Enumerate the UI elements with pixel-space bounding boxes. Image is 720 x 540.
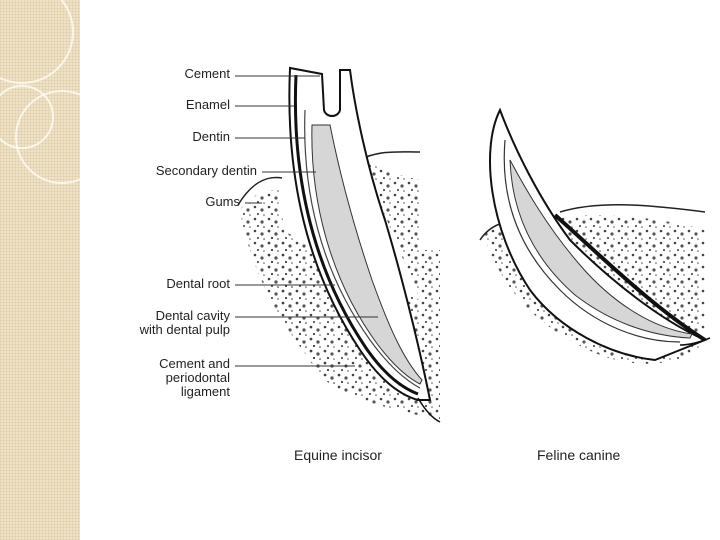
label-cement: Cement [184, 66, 230, 81]
label-secondary-dentin: Secondary dentin [155, 163, 257, 178]
feline-pulp [509, 159, 693, 339]
equine-pulp [311, 124, 423, 385]
label-enamel: Enamel [185, 97, 230, 112]
label-dental-root: Dental root [166, 276, 230, 291]
leader-lines [235, 75, 378, 367]
label-cement-periodontal: Cement and periodontal ligament [159, 356, 230, 399]
label-gums: Gums [205, 194, 240, 209]
equine-dentin [304, 109, 421, 389]
equine-root-tip [417, 397, 441, 423]
equine-incisor-drawing [237, 66, 441, 423]
feline-root-line [553, 213, 707, 342]
tooth-diagram [235, 66, 711, 423]
equine-bone-left [240, 190, 355, 390]
caption-feline-canine: Feline canine [537, 447, 621, 463]
equine-gum-right [359, 151, 421, 161]
feline-dentin [503, 139, 681, 343]
decorative-circle [0, 0, 74, 84]
decorative-side-band [0, 0, 109, 540]
feline-tooth-outer [489, 107, 708, 362]
feline-root-tip [679, 337, 711, 346]
label-dental-cavity: Dental cavity with dental pulp [139, 308, 230, 337]
decorative-circle [0, 85, 54, 149]
feline-canine-drawing [479, 107, 711, 364]
equine-gum-left [237, 176, 283, 206]
caption-equine-incisor: Equine incisor [294, 447, 382, 463]
label-dentin: Dentin [192, 129, 230, 144]
